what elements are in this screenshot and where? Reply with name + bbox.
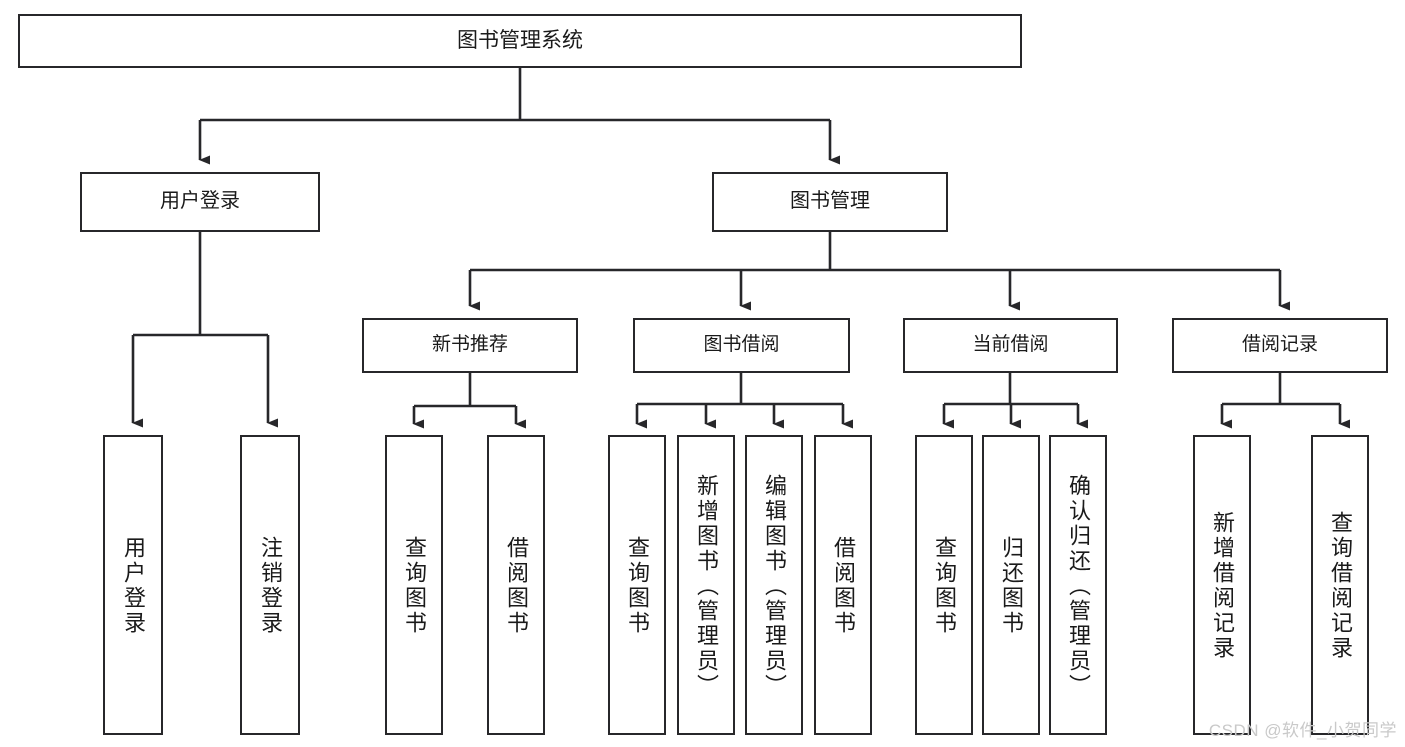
node-label: 注销登录 bbox=[258, 536, 283, 636]
node-label: 图书管理 bbox=[790, 190, 870, 213]
node-label: 新增图书（管理员） bbox=[694, 473, 719, 699]
node-label: 图书管理系统 bbox=[457, 28, 583, 52]
node-leaf-user-login[interactable]: 用户登录 bbox=[103, 435, 163, 735]
node-book-borrow[interactable]: 图书借阅 bbox=[633, 318, 850, 373]
node-leaf-query-book-2[interactable]: 查询图书 bbox=[608, 435, 666, 735]
node-label: 查询图书 bbox=[402, 536, 427, 636]
node-leaf-query-book-1[interactable]: 查询图书 bbox=[385, 435, 443, 735]
node-leaf-borrow-book-1[interactable]: 借阅图书 bbox=[487, 435, 545, 735]
node-book-management[interactable]: 图书管理 bbox=[712, 172, 948, 232]
node-label: 图书借阅 bbox=[703, 334, 780, 356]
node-label: 新增借阅记录 bbox=[1210, 511, 1235, 661]
node-label: 查询图书 bbox=[932, 536, 957, 636]
node-leaf-logout-login[interactable]: 注销登录 bbox=[240, 435, 300, 735]
node-user-login[interactable]: 用户登录 bbox=[80, 172, 320, 232]
node-label: 用户登录 bbox=[160, 190, 240, 213]
node-label: 归还图书 bbox=[999, 536, 1024, 636]
node-label: 确认归还（管理员） bbox=[1066, 473, 1091, 699]
node-leaf-query-book-3[interactable]: 查询图书 bbox=[915, 435, 973, 735]
node-label: 查询借阅记录 bbox=[1328, 511, 1353, 661]
node-leaf-add-record[interactable]: 新增借阅记录 bbox=[1193, 435, 1251, 735]
node-leaf-add-book[interactable]: 新增图书（管理员） bbox=[677, 435, 735, 735]
node-leaf-return-book[interactable]: 归还图书 bbox=[982, 435, 1040, 735]
node-leaf-query-record[interactable]: 查询借阅记录 bbox=[1311, 435, 1369, 735]
node-current-borrow[interactable]: 当前借阅 bbox=[903, 318, 1118, 373]
node-label: 新书推荐 bbox=[431, 334, 508, 356]
node-root-book-management-system[interactable]: 图书管理系统 bbox=[18, 14, 1022, 68]
node-label: 编辑图书（管理员） bbox=[762, 473, 787, 699]
node-label: 借阅记录 bbox=[1241, 334, 1318, 356]
node-leaf-confirm-return[interactable]: 确认归还（管理员） bbox=[1049, 435, 1107, 735]
node-label: 当前借阅 bbox=[972, 334, 1049, 356]
node-new-book-recommend[interactable]: 新书推荐 bbox=[362, 318, 578, 373]
node-label: 借阅图书 bbox=[831, 536, 856, 636]
node-label: 查询图书 bbox=[625, 536, 650, 636]
node-leaf-edit-book[interactable]: 编辑图书（管理员） bbox=[745, 435, 803, 735]
node-label: 用户登录 bbox=[121, 536, 146, 636]
node-borrow-record[interactable]: 借阅记录 bbox=[1172, 318, 1388, 373]
node-leaf-borrow-book-2[interactable]: 借阅图书 bbox=[814, 435, 872, 735]
node-label: 借阅图书 bbox=[504, 536, 529, 636]
